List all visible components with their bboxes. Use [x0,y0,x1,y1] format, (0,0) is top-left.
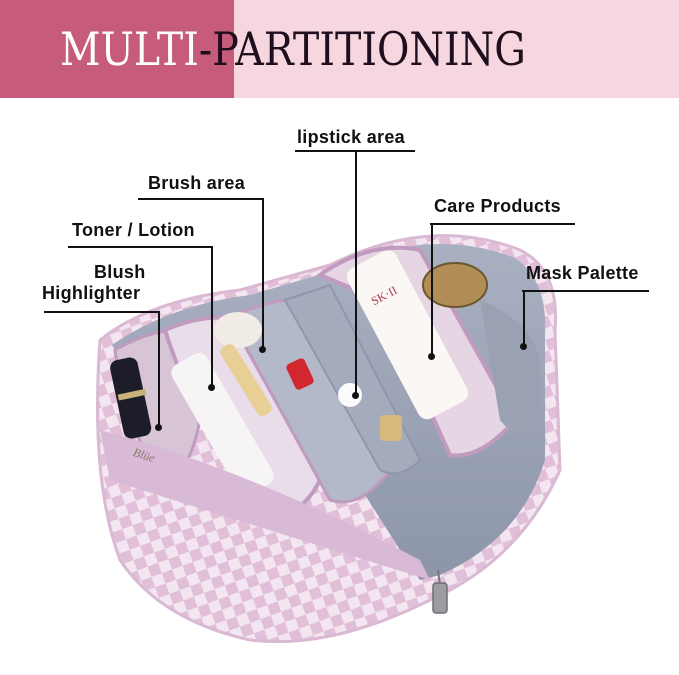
callout-blush-label-line1: Blush [94,262,146,282]
front-trim [100,430,430,580]
callout-blush-leader [158,311,160,426]
callout-care-label: Care Products [434,196,561,216]
zipper-pull [432,582,448,614]
callout-toner-underline [68,246,212,248]
title-part-multi: MULTI [60,22,199,76]
callout-lipstick-dot [352,392,359,399]
page-title: MULTI-PARTITIONING [60,22,526,76]
banner-right-block [234,0,679,98]
callout-brush-label: Brush area [148,173,246,193]
care-bottle [346,250,469,420]
toner-bottle [171,353,274,496]
callout-lipstick-label: lipstick area [297,127,405,147]
callout-brush-dot [259,346,266,353]
callout-toner-label: Toner / Lotion [72,220,195,240]
callout-lipstick-leader [355,150,357,395]
callout-care-dot [428,353,435,360]
callout-mask-leader [523,290,525,345]
callout-care-underline [430,223,575,225]
banner-left-block [0,0,234,98]
callout-mask-underline [522,290,649,292]
title-part-partitioning: -PARTITIONING [198,22,526,76]
header-banner: MULTI-PARTITIONING [0,0,679,98]
callout-blush-dot [155,424,162,431]
callout-brush-underline [138,198,263,200]
callout-mask-dot [520,343,527,350]
callout-toner-leader [211,246,213,386]
callout-blush-underline [44,311,159,313]
brush-head [214,312,262,348]
svg-text:Blüe: Blüe [131,445,157,465]
callout-toner-dot [208,384,215,391]
callout-care-leader [431,223,433,355]
callout-brush-leader [262,198,264,348]
callout-blush-label-line2: Highlighter [42,283,141,303]
callout-mask-label: Mask Palette [526,263,639,283]
cream-jar [422,262,488,308]
